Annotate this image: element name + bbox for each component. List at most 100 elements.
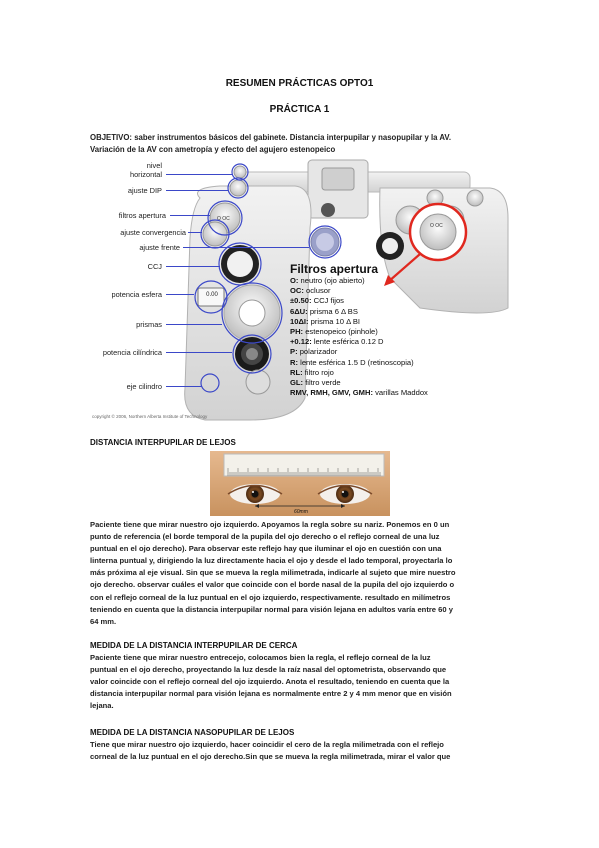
filter-key: 10ΔI:	[290, 316, 309, 326]
paragraph-line: valor coincide con el reflejo corneal de…	[90, 677, 450, 687]
sphere-value: 0.00	[206, 292, 218, 298]
label-potencia-esfera: potencia esfera	[111, 290, 162, 299]
filter-description: prisma 6 Δ BS	[307, 306, 358, 316]
filter-description: prisma 10 Δ BI	[308, 316, 361, 326]
label-prismas: prismas	[136, 320, 162, 329]
leader-nivel	[166, 174, 232, 176]
paragraph-line: con el reflejo corneal de la luz puntual…	[90, 592, 451, 602]
filter-item: RL: filtro rojo	[290, 368, 500, 378]
highlight-forehead	[308, 225, 342, 259]
objective: OBJETIVO: saber instrumentos básicos del…	[90, 132, 510, 156]
svg-text:O OC: O OC	[430, 223, 443, 229]
sphere-window	[197, 287, 225, 307]
filter-item: P: polarizador	[290, 347, 500, 357]
leader-frente	[183, 247, 309, 249]
filter-key: PH:	[290, 327, 304, 337]
filter-key: 6ΔU:	[290, 306, 308, 316]
section-body-dip-cerca: Paciente tiene que mirar nuestro entrece…	[90, 652, 510, 712]
filter-item: R: lente esférica 1.5 D (retinoscopia)	[290, 358, 500, 368]
filter-item: +0.12: lente esférica 0.12 D	[290, 337, 500, 347]
filters-title: Filtros apertura	[290, 262, 379, 276]
filters-legend: Filtros apertura O: neutro (ojo abierto)…	[290, 262, 500, 398]
filter-item: GL: filtro verde	[290, 378, 500, 388]
paragraph-line: distancia interpupilar normal para visió…	[90, 689, 452, 699]
filter-description: filtro verde	[303, 378, 341, 388]
filter-item: RMV, RMH, GMV, GMH: varillas Maddox	[290, 388, 500, 398]
label-filtros-apertura: filtros apertura	[118, 211, 166, 220]
label-ajuste-convergencia: ajuste convergencia	[120, 228, 186, 237]
filter-item: O: neutro (ojo abierto)	[290, 276, 500, 286]
filter-key: R:	[290, 357, 299, 367]
filter-key: O:	[290, 276, 299, 285]
paragraph-line: puntual en el ojo derecho, proyectando l…	[90, 665, 447, 675]
leader-esfera	[166, 294, 194, 296]
paragraph-line: Paciente tiene que mirar nuestro ojo izq…	[90, 520, 450, 529]
section-body-dip-lejos: Paciente tiene que mirar nuestro ojo izq…	[90, 519, 510, 628]
filter-description: neutro (ojo abierto)	[298, 276, 365, 285]
filter-description: polarizador	[297, 347, 338, 357]
document-title: RESUMEN PRÁCTICAS OPTO1	[225, 78, 374, 89]
cylinder-axis-dial	[245, 369, 271, 395]
filters-list: O: neutro (ojo abierto)OC: oclusor±0.50:…	[290, 276, 500, 398]
eyes-ruler-illustration: 60mm	[210, 451, 390, 516]
section-heading-dip-cerca: MEDIDA DE LA DISTANCIA INTERPUPILAR DE C…	[90, 641, 298, 650]
highlight-aperture	[207, 200, 243, 236]
level-bubble	[233, 165, 247, 179]
svg-text:O OC: O OC	[217, 216, 230, 222]
paragraph-line: 64 mm.	[90, 616, 117, 626]
filter-description: lente esférica 1.5 D (retinoscopia)	[298, 357, 414, 367]
paragraph-line: corneal de la luz puntual en el ojo dere…	[90, 752, 451, 762]
paragraph-line: Tiene que mirar nuestro ojo izquierdo, h…	[90, 740, 444, 749]
paragraph-line: linterna puntual y, dirigiendo la luz di…	[90, 556, 453, 566]
paragraph-line: teniendo en cuenta que la distancia inte…	[90, 604, 453, 614]
filter-key: +0.12:	[290, 337, 312, 347]
highlight-cylinder-power	[232, 334, 272, 374]
label-horizontal: horizontal	[129, 170, 162, 179]
filter-key: ±0.50:	[290, 296, 312, 306]
label-ajuste-dip: ajuste DIP	[127, 186, 162, 195]
filter-description: oclusor	[303, 286, 331, 296]
filter-description: CCJ fijos	[311, 296, 344, 306]
leader-ccj	[166, 266, 220, 268]
highlight-level	[231, 163, 249, 181]
label-nivel: nivel	[146, 161, 162, 170]
filter-item: ±0.50: CCJ fijos	[290, 296, 500, 306]
leader-eje	[166, 386, 202, 388]
objective-line: OBJETIVO: saber instrumentos básicos del…	[90, 133, 452, 142]
leader-prismas	[166, 324, 222, 326]
label-ajuste-frente: ajuste frente	[139, 243, 180, 252]
leader-filtros	[170, 215, 210, 217]
figure-copyright: copyright © 2006, Northern Alberta Insti…	[92, 414, 208, 419]
paragraph-line: lejana.	[90, 701, 114, 711]
center-knob	[321, 167, 355, 191]
phoropter-figure: O OC O OC	[90, 158, 510, 423]
filter-key: RL:	[290, 367, 303, 377]
filter-description: varillas Maddox	[372, 388, 428, 398]
pd-knob	[321, 203, 335, 217]
phoropter-illustration: O OC O OC	[184, 159, 509, 421]
paragraph-line: ojo derecho. observar cuáles el valor qu…	[90, 580, 455, 590]
paragraph-line: punto de referencia (el borde temporal d…	[90, 532, 440, 542]
leader-convergencia	[188, 232, 202, 234]
filter-key: RMV, RMH, GMV, GMH:	[290, 388, 373, 398]
label-potencia-cilindrica: potencia cilíndrica	[102, 348, 162, 357]
filter-description: lente esférica 0.12 D	[311, 337, 384, 347]
label-ccj: CCJ	[147, 262, 162, 271]
filter-description: estenopeico (pinhole)	[303, 327, 378, 337]
paragraph-line: Paciente tiene que mirar nuestro entrece…	[90, 653, 431, 662]
label-eje-cilindro: eje cilindro	[126, 382, 162, 391]
pd-ruler-photo: 60mm	[210, 451, 390, 516]
filter-item: PH: estenopeico (pinhole)	[290, 327, 500, 337]
filter-item: 6ΔU: prisma 6 Δ BS	[290, 307, 500, 317]
paragraph-line: más próxima al eje visual. Sin que se mu…	[90, 568, 456, 578]
convergence-knob	[202, 221, 228, 247]
dip-knob	[229, 179, 247, 197]
section-heading-dip-lejos: DISTANCIA INTERPUPILAR DE LEJOS	[90, 438, 236, 447]
section-body-dnp-lejos: Tiene que mirar nuestro ojo izquierdo, h…	[90, 739, 510, 763]
filter-item: OC: oclusor	[290, 286, 500, 296]
paragraph-line: puntual en el ojo derecho). Para observa…	[90, 544, 442, 554]
practice-title: PRÁCTICA 1	[269, 104, 330, 115]
objective-line: Variación de la AV con ametropía y efect…	[90, 145, 336, 154]
highlight-dip	[227, 177, 249, 199]
highlight-prism	[221, 282, 283, 344]
